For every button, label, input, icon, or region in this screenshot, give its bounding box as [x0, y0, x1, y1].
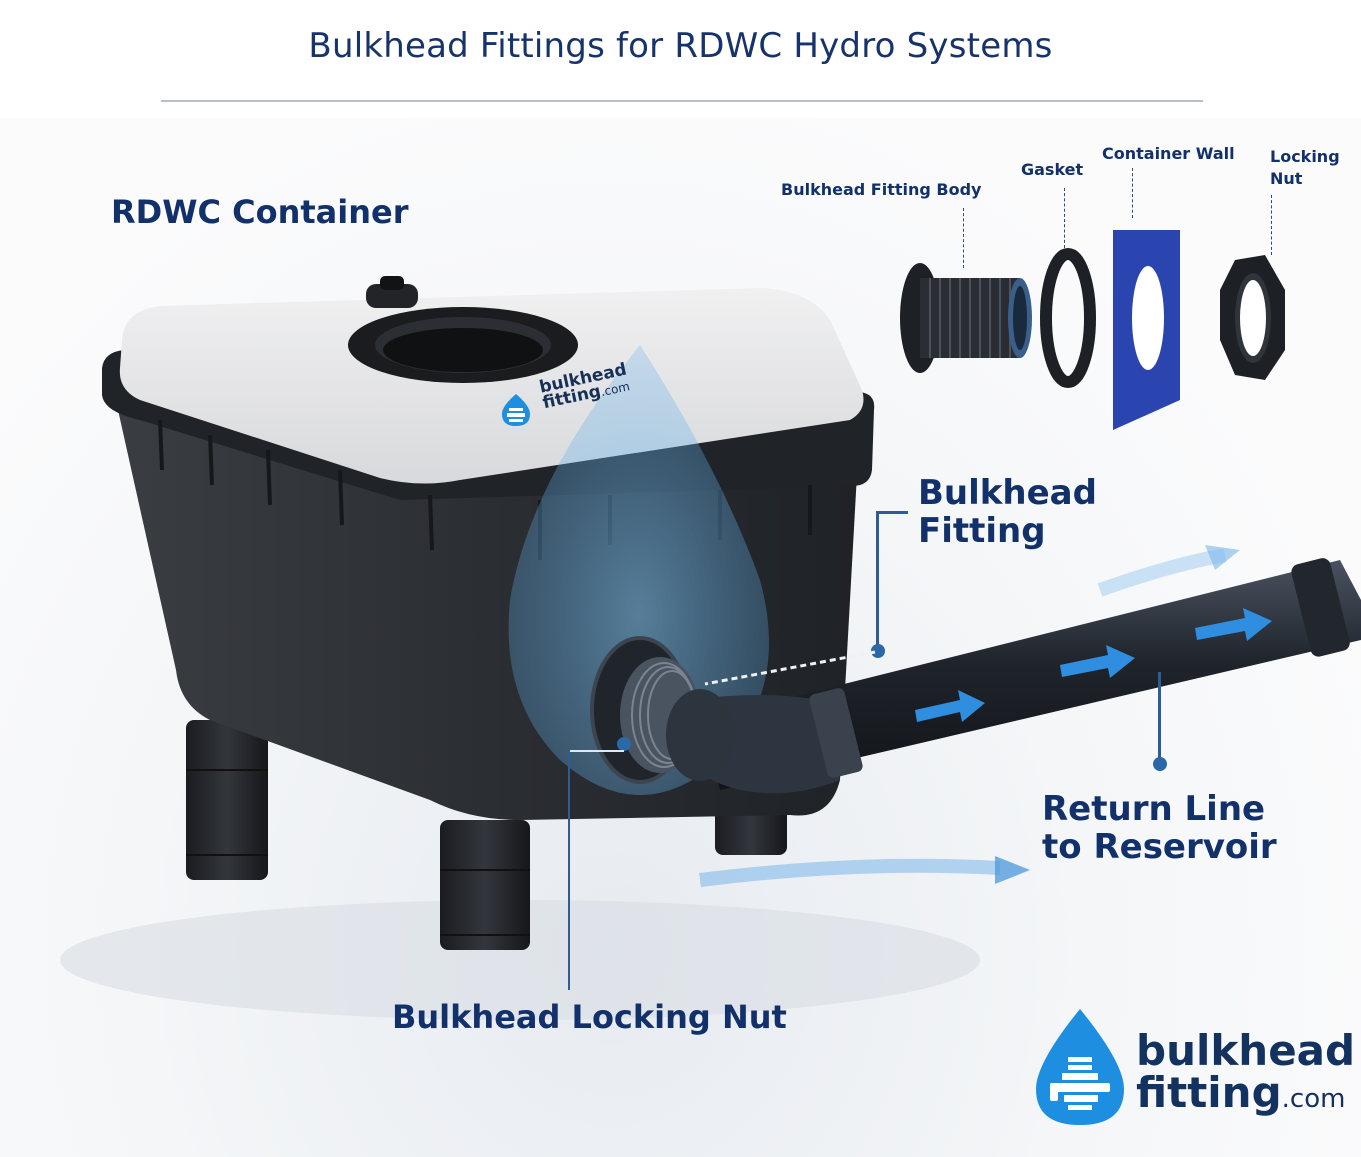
gasket-leader-line — [1064, 188, 1065, 248]
fitting-leader-dot — [871, 644, 885, 658]
locking-nut-part — [1220, 255, 1285, 380]
return-leader-v — [1158, 672, 1161, 764]
container-wall-label: Container Wall — [1102, 144, 1235, 163]
brand-logo-line2: fitting.com — [1136, 1068, 1346, 1117]
locking-nut-label: Locking Nut — [1270, 147, 1340, 188]
page-title: Bulkhead Fittings for RDWC Hydro Systems — [308, 26, 1053, 66]
title-divider — [161, 100, 1203, 102]
bulkhead-locking-nut-label: Bulkhead Locking Nut — [392, 998, 787, 1036]
exploded-view — [900, 230, 1285, 430]
bulkhead-fitting-body-label: Bulkhead Fitting Body — [781, 180, 982, 199]
bulkhead-body-part — [900, 263, 1032, 373]
nut-leader-line — [1271, 195, 1272, 255]
return-line-label: Return Line to Reservoir — [1042, 789, 1277, 867]
fitting-dashed-leader — [704, 650, 876, 686]
locking-nut-leader-v — [568, 750, 570, 990]
brand-logo-line1: bulkhead — [1136, 1026, 1356, 1075]
wall-leader-line — [1132, 168, 1133, 218]
lid-logo-drop-icon — [496, 392, 536, 428]
brand-drop-icon — [1032, 1005, 1128, 1129]
gasket-label: Gasket — [1021, 160, 1084, 179]
locking-nut-leader-h — [568, 750, 624, 752]
rdwc-container-label: RDWC Container — [111, 193, 409, 231]
return-leader-dot — [1153, 757, 1167, 771]
bulkhead-fitting-label: Bulkhead Fitting — [918, 473, 1097, 551]
locking-nut-leader-dot — [617, 737, 631, 751]
body-leader-line — [963, 208, 964, 268]
fitting-leader-v — [876, 511, 879, 651]
fitting-leader-h — [876, 511, 908, 514]
gasket-part — [1040, 248, 1096, 388]
